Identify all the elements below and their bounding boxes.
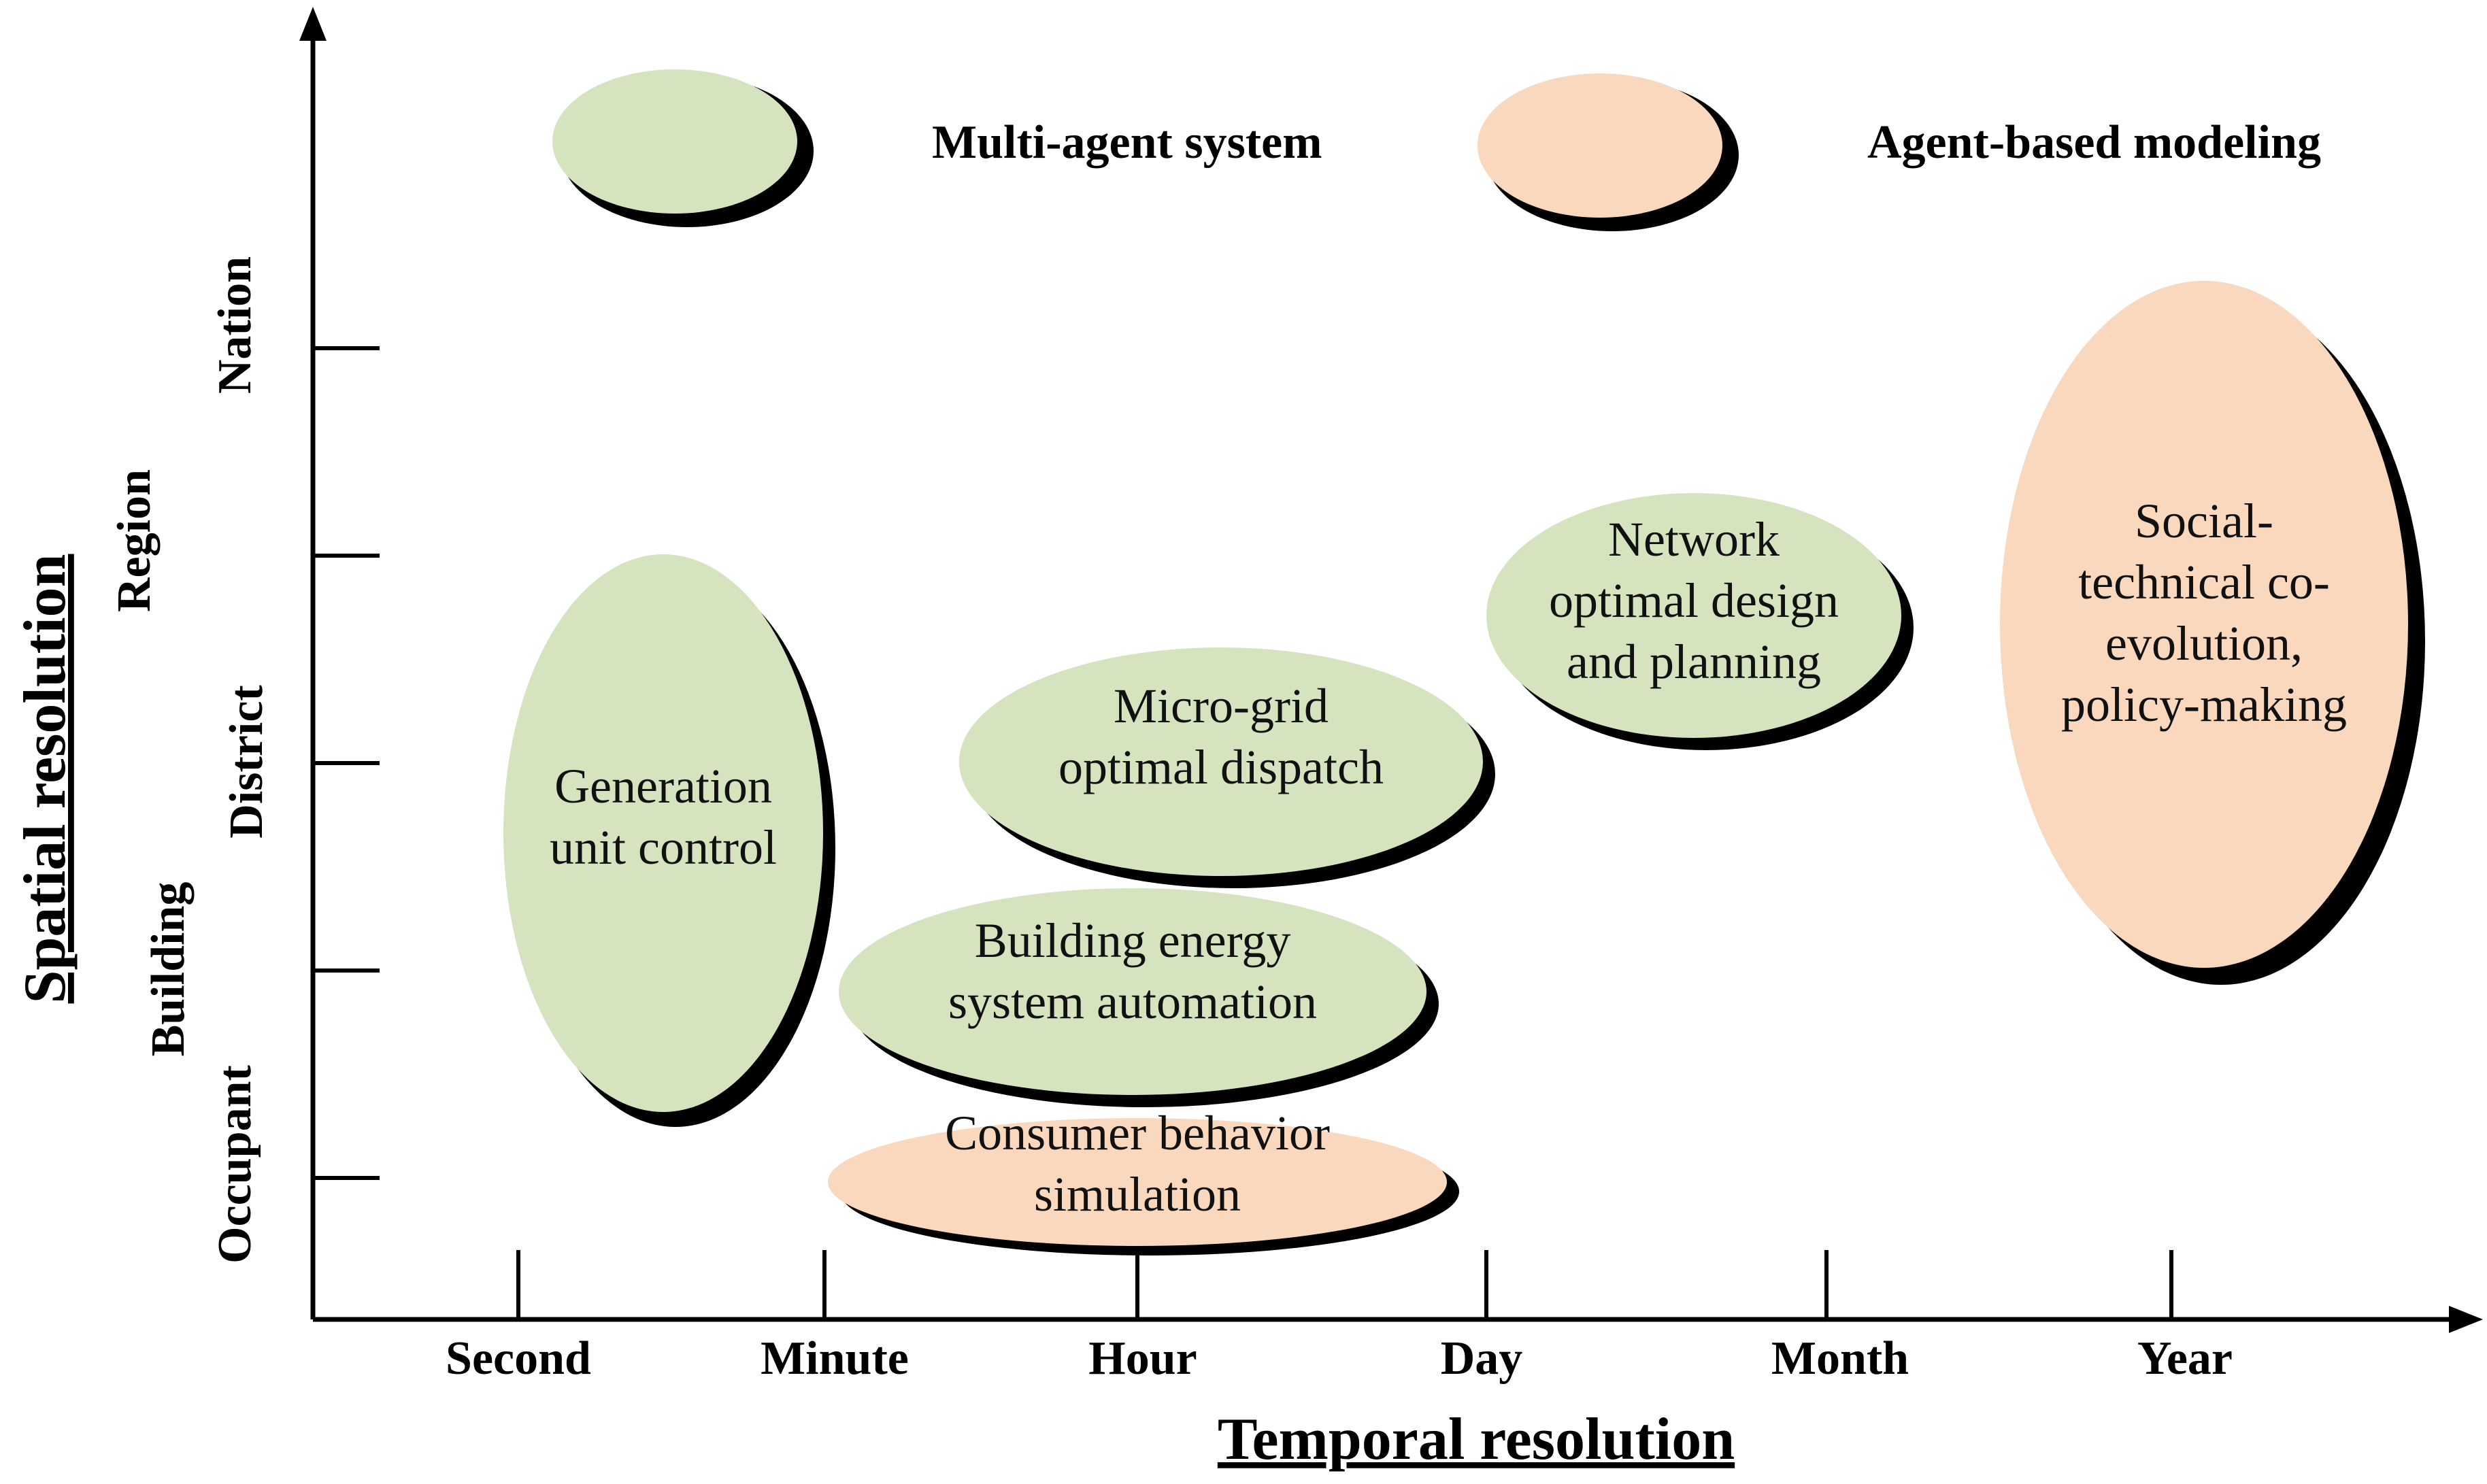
x-axis-title: Temporal resolution xyxy=(1218,1406,1735,1472)
x-tick-label-year: Year xyxy=(2137,1332,2233,1385)
y-axis-arrow xyxy=(299,7,327,41)
x-axis-tick-labels: Second Minute Hour Day Month Year xyxy=(446,1332,2233,1385)
legend-agent-based: Agent-based modeling xyxy=(1478,73,2321,231)
bubble-ellipse xyxy=(959,647,1483,876)
y-axis-title: Spatial resolution xyxy=(12,554,78,1004)
x-tick-label-month: Month xyxy=(1771,1332,1909,1385)
x-tick-label-minute: Minute xyxy=(761,1332,909,1385)
bubble-label-line: simulation xyxy=(1034,1167,1241,1221)
bubble-consumer-behavior-simulation: Consumer behavior simulation xyxy=(828,1106,1459,1255)
y-axis-tick-labels: Occupant Building District Region Nation xyxy=(108,256,273,1264)
legend-multi-agent-swatch xyxy=(552,69,797,214)
x-axis-arrow xyxy=(2449,1306,2483,1333)
bubbles: Generation unit control Micro-grid optimal … xyxy=(503,281,2425,1255)
legend-agent-based-label: Agent-based modeling xyxy=(1867,116,2321,169)
bubble-micro-grid-optimal-dispatch: Micro-grid optimal dispatch xyxy=(959,647,1495,888)
bubble-label-line: Building energy xyxy=(975,913,1291,968)
bubble-label-line: Social- xyxy=(2135,494,2273,548)
bubble-label-line: unit control xyxy=(550,820,777,875)
bubble-network-optimal-design: Network optimal design and planning xyxy=(1486,493,1914,750)
bubble-label-line: Micro-grid xyxy=(1114,679,1329,733)
legend: Multi-agent system Agent-based modeling xyxy=(552,69,2321,231)
y-tick-label-building: Building xyxy=(142,882,195,1057)
x-tick-label-hour: Hour xyxy=(1088,1332,1197,1385)
legend-multi-agent: Multi-agent system xyxy=(552,69,1322,227)
bubble-label-line: technical co- xyxy=(2078,555,2330,609)
bubble-label-line: optimal design xyxy=(1549,573,1839,628)
x-tick-label-day: Day xyxy=(1441,1332,1523,1385)
y-tick-label-nation: Nation xyxy=(209,256,261,394)
bubble-label-line: evolution, xyxy=(2105,616,2303,671)
bubble-label-line: system automation xyxy=(948,975,1317,1029)
y-axis-ticks xyxy=(313,346,380,1180)
bubble-label-line: Consumer behavior xyxy=(945,1106,1330,1160)
bubble-label-line: and planning xyxy=(1567,635,1821,689)
axes xyxy=(299,7,2483,1333)
bubble-generation-unit-control: Generation unit control xyxy=(503,554,835,1127)
bubble-label-line: optimal dispatch xyxy=(1058,740,1384,794)
bubble-ellipse xyxy=(1486,493,1901,738)
bubble-label-line: policy-making xyxy=(2061,677,2347,732)
y-tick-label-occupant: Occupant xyxy=(209,1065,261,1264)
bubble-label-line: Network xyxy=(1608,512,1780,567)
bubble-label-line: Generation xyxy=(554,759,772,813)
x-tick-label-second: Second xyxy=(446,1332,591,1385)
bubble-ellipse xyxy=(828,1118,1447,1246)
bubble-social-technical-coevolution: Social-technical co-evolution, policy-mak… xyxy=(2000,281,2425,985)
bubble-building-energy-system-automation: Building energy system automation xyxy=(839,888,1439,1107)
legend-multi-agent-label: Multi-agent system xyxy=(932,116,1322,169)
bubble-ellipse xyxy=(2000,281,2408,968)
bubble-ellipse xyxy=(503,554,823,1112)
y-tick-label-district: District xyxy=(220,685,273,838)
x-axis-ticks xyxy=(516,1250,2173,1319)
legend-agent-based-swatch xyxy=(1478,73,1722,218)
y-tick-label-region: Region xyxy=(108,469,161,612)
bubble-ellipse xyxy=(839,888,1426,1095)
